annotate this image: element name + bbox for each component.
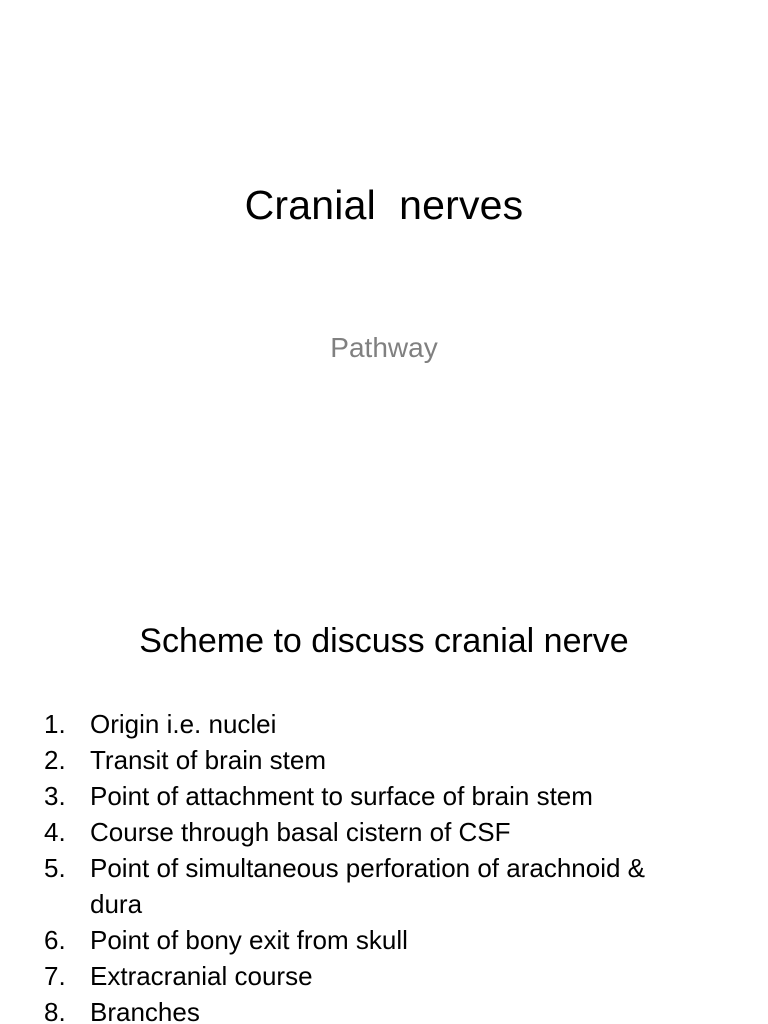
list-item-text: Extracranial course xyxy=(90,961,313,991)
list-item-text: Point of attachment to surface of brain … xyxy=(90,781,593,811)
page-subtitle: Pathway xyxy=(330,332,438,363)
list-item-text: Origin i.e. nuclei xyxy=(90,709,277,739)
list-item-text: Branches xyxy=(90,997,200,1024)
list-item-number: 8. xyxy=(44,997,66,1024)
list-item-number: 1. xyxy=(44,709,66,739)
list-item: 1. Origin i.e. nuclei xyxy=(44,706,744,742)
subtitle-block: Pathway xyxy=(0,332,768,364)
title-block: Cranial nerves xyxy=(0,182,768,229)
list-item: 7. Extracranial course xyxy=(44,958,744,994)
list-item-number: 2. xyxy=(44,745,66,775)
section-heading-block: Scheme to discuss cranial nerve xyxy=(0,622,768,661)
list-item-number: 7. xyxy=(44,961,66,991)
list-item: 5. Point of simultaneous perforation of … xyxy=(44,850,744,922)
list-item-number: 4. xyxy=(44,817,66,847)
list-item: 2. Transit of brain stem xyxy=(44,742,744,778)
list-item-number: 5. xyxy=(44,853,66,883)
list-item-text: Course through basal cistern of CSF xyxy=(90,817,511,847)
list-item: 3. Point of attachment to surface of bra… xyxy=(44,778,744,814)
list-item: 6. Point of bony exit from skull xyxy=(44,922,744,958)
list-item-text: Point of bony exit from skull xyxy=(90,925,408,955)
list-item: 4. Course through basal cistern of CSF xyxy=(44,814,744,850)
list-item-text: Transit of brain stem xyxy=(90,745,327,775)
list-item-text: Point of simultaneous perforation of ara… xyxy=(90,853,646,919)
list-item-number: 6. xyxy=(44,925,66,955)
list-item-number: 3. xyxy=(44,781,66,811)
page-title: Cranial nerves xyxy=(244,182,524,228)
section-heading: Scheme to discuss cranial nerve xyxy=(139,622,629,660)
list-item: 8. Branches xyxy=(44,994,744,1024)
scheme-list: 1. Origin i.e. nuclei 2. Transit of brai… xyxy=(44,706,744,1024)
